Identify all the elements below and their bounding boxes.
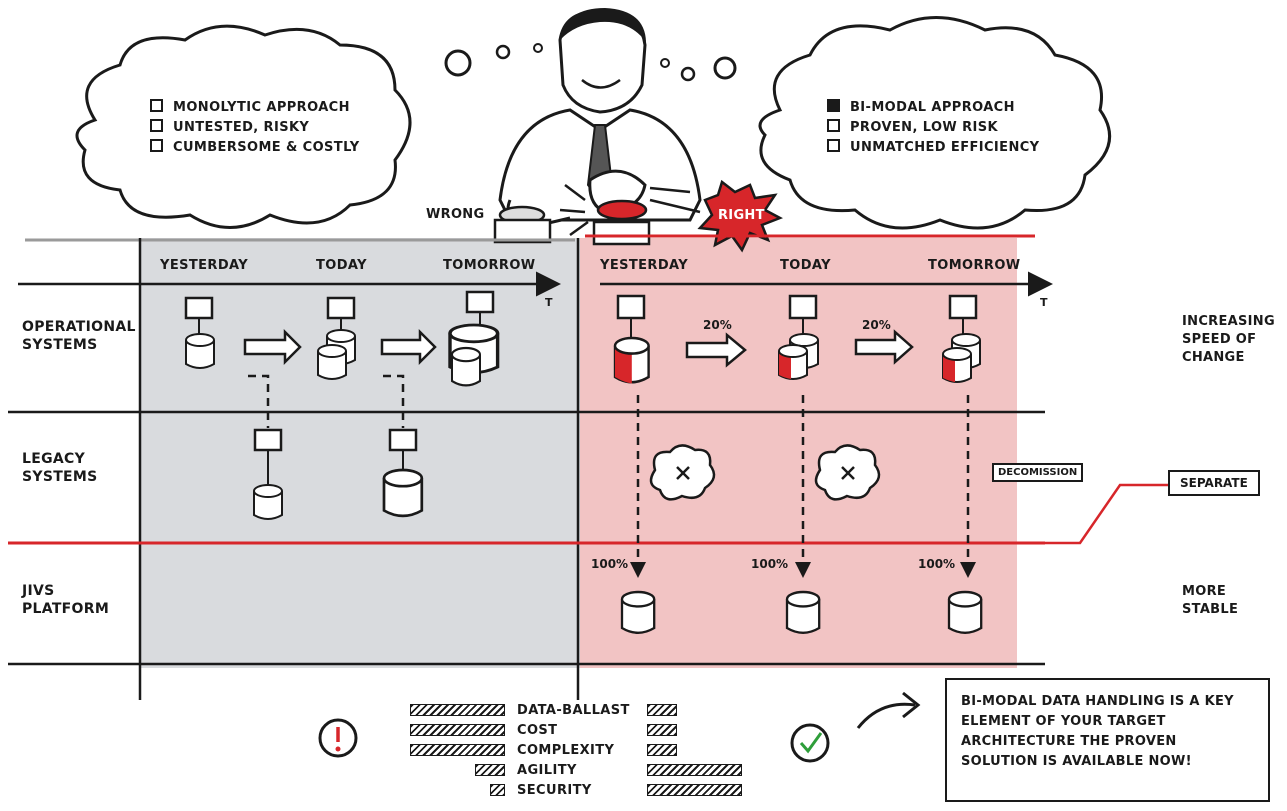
pct-20-a: 20% <box>703 318 732 332</box>
checkbox-icon <box>150 139 163 152</box>
right-thought-cloud <box>758 16 1112 230</box>
bar-before <box>490 784 505 796</box>
right-operational-dbs <box>613 294 981 384</box>
comparison-bars: DATA-BALLAST COST COMPLEXITY AGILITY SECURIT… <box>405 700 775 800</box>
wrong-push-button <box>493 205 552 244</box>
pct-100-a: 100% <box>591 557 629 571</box>
stable-label: MORE STABLE <box>1182 584 1239 617</box>
check-icon <box>790 723 830 763</box>
bar-after <box>647 724 677 736</box>
bar-after <box>647 784 742 796</box>
right-label: RIGHT <box>718 208 765 223</box>
left-cloud-list: MONOLYTIC APPROACH UNTESTED, RISKY CUMBE… <box>150 98 360 158</box>
conclusion-note: BI-MODAL DATA HANDLING IS A KEY ELEMENT … <box>945 678 1270 802</box>
checkbox-icon <box>827 99 840 112</box>
bar-before <box>475 764 505 776</box>
bar-row: SECURITY <box>405 780 775 800</box>
businessman-figure <box>498 8 702 227</box>
left-yesterday: YESTERDAY <box>160 258 249 273</box>
wrong-label: WRONG <box>426 207 485 222</box>
row-jivs: JIVS PLATFORM <box>22 583 110 617</box>
speed-label: INCREASING SPEED OF CHANGE <box>1182 314 1275 365</box>
left-today: TODAY <box>316 258 367 273</box>
cloud-item: BI-MODAL APPROACH <box>827 98 1039 118</box>
cloud-item: CUMBERSOME & COSTLY <box>150 138 360 158</box>
checkbox-icon <box>150 99 163 112</box>
cloud-item: UNTESTED, RISKY <box>150 118 360 138</box>
bar-label: SECURITY <box>517 782 592 798</box>
bar-row: COMPLEXITY <box>405 740 775 760</box>
left-operational-dbs <box>184 290 500 387</box>
right-tomorrow: TOMORROW <box>928 258 1021 273</box>
right-yesterday: YESTERDAY <box>600 258 689 273</box>
left-legacy-dbs <box>253 428 424 520</box>
bar-before <box>410 704 505 716</box>
bar-after <box>647 764 742 776</box>
old-approach-panel <box>140 238 580 668</box>
bar-before <box>410 724 505 736</box>
bar-before <box>410 744 505 756</box>
bar-label: DATA-BALLAST <box>517 702 630 718</box>
decommission-tag: DECOMISSION <box>992 463 1084 482</box>
jivs-dbs <box>620 590 983 634</box>
cloud-item: MONOLYTIC APPROACH <box>150 98 360 118</box>
pct-20-b: 20% <box>862 318 891 332</box>
checkbox-icon <box>827 139 840 152</box>
right-push-button <box>592 199 651 246</box>
separate-tag: SEPARATE <box>1168 470 1260 496</box>
axis-t-left: T <box>545 296 553 309</box>
bar-after <box>647 744 677 756</box>
right-burst <box>697 179 783 253</box>
right-today: TODAY <box>780 258 831 273</box>
pct-100-b: 100% <box>751 557 789 571</box>
bar-label: COMPLEXITY <box>517 742 615 758</box>
bar-label: AGILITY <box>517 762 577 778</box>
left-tomorrow: TOMORROW <box>443 258 536 273</box>
cloud-item: PROVEN, LOW RISK <box>827 118 1039 138</box>
bar-label: COST <box>517 722 558 738</box>
bar-row: DATA-BALLAST <box>405 700 775 720</box>
axis-t-right: T <box>1040 296 1048 309</box>
bar-row: COST <box>405 720 775 740</box>
checkbox-icon <box>150 119 163 132</box>
right-cloud-list: BI-MODAL APPROACH PROVEN, LOW RISK UNMAT… <box>827 98 1039 158</box>
pct-100-c: 100% <box>918 557 956 571</box>
bar-row: AGILITY <box>405 760 775 780</box>
bar-after <box>647 704 677 716</box>
checkbox-icon <box>827 119 840 132</box>
cloud-item: UNMATCHED EFFICIENCY <box>827 138 1039 158</box>
left-thought-cloud <box>75 24 412 229</box>
curved-arrow-icon <box>856 702 916 729</box>
row-operational: OPERATIONAL SYSTEMS <box>22 319 136 353</box>
row-legacy: LEGACY SYSTEMS <box>22 451 98 485</box>
